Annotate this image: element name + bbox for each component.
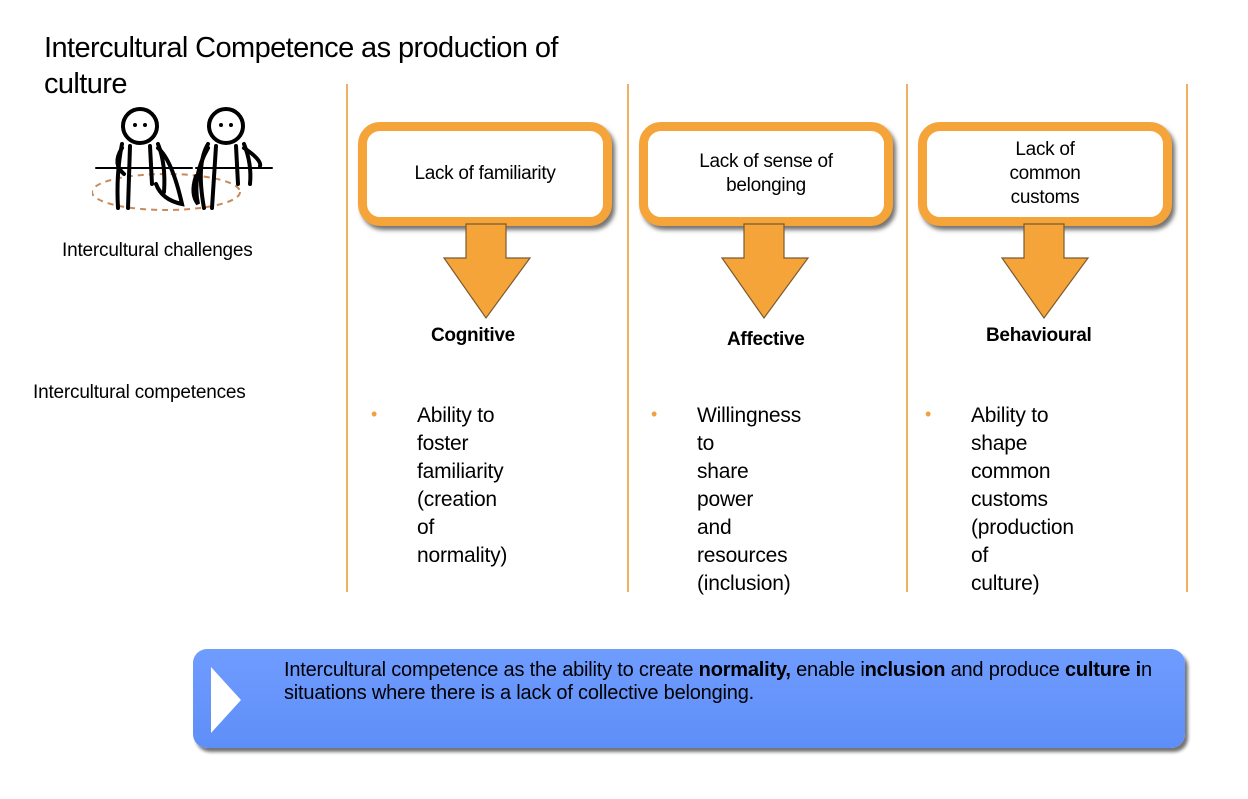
column-divider (906, 84, 908, 592)
arrow-down-icon (442, 223, 532, 320)
bullet-line: culture) (971, 572, 1040, 595)
heading-cognitive: Cognitive (431, 325, 515, 346)
competences-row-label: Intercultural competences (33, 382, 246, 403)
bullet-line: familiarity (417, 460, 504, 483)
challenge-text: Lack of sense of (699, 151, 833, 172)
arrow-down-icon (720, 223, 810, 320)
column-divider (346, 84, 348, 592)
challenge-text: common (1009, 163, 1081, 184)
challenge-text: Lack of (1015, 139, 1075, 160)
column-divider (627, 84, 629, 592)
challenge-text: Lack of familiarity (414, 163, 556, 184)
challenges-row-label: Intercultural challenges (62, 240, 253, 261)
bullet-line: (production of (971, 516, 1074, 567)
challenge-box-belonging: Lack of sense of belonging (639, 122, 893, 226)
bullet-marker: • (925, 404, 932, 424)
bullet-line: normality) (417, 544, 508, 567)
heading-affective: Affective (727, 329, 805, 350)
summary-bold-normality: normality, (698, 659, 791, 681)
bullet-line: and resources (697, 516, 788, 567)
summary-bold-culture: culture i (1064, 659, 1141, 681)
bullet-line: (creation of (417, 488, 497, 539)
two-people-figures-icon (92, 107, 273, 211)
column-divider (1186, 84, 1188, 592)
bullet-marker: • (651, 404, 658, 424)
challenge-box-familiarity: Lack of familiarity (358, 122, 612, 226)
bullet-line: Ability to shape (971, 404, 1049, 455)
summary-part: enable i (790, 659, 865, 681)
summary-part: Intercultural competence as the ability … (284, 659, 699, 681)
challenge-box-customs: Lack of common customs (918, 122, 1172, 226)
bullet-marker: • (371, 404, 378, 424)
summary-text: Intercultural competence as the ability … (284, 659, 1164, 705)
page-title: Intercultural Competence as production o… (44, 32, 558, 100)
summary-bold-inclusion: nclusion (864, 659, 946, 681)
summary-part: and produce (945, 659, 1065, 681)
challenge-text: customs (1010, 187, 1080, 208)
challenge-text: belonging (726, 175, 806, 196)
summary-box: Intercultural competence as the ability … (193, 649, 1185, 748)
bullet-line: (inclusion) (697, 572, 791, 595)
bullet-line: common customs (971, 460, 1051, 511)
heading-behavioural: Behavioural (986, 325, 1092, 346)
bullet-line: Willingness to (697, 404, 801, 455)
bullet-line: Ability to foster (417, 404, 495, 455)
bullet-line: share power (697, 460, 754, 511)
summary-part: n situations where there is a lack of co… (284, 659, 1152, 704)
arrow-down-icon (1000, 223, 1090, 320)
chevron-right-icon (211, 667, 241, 733)
